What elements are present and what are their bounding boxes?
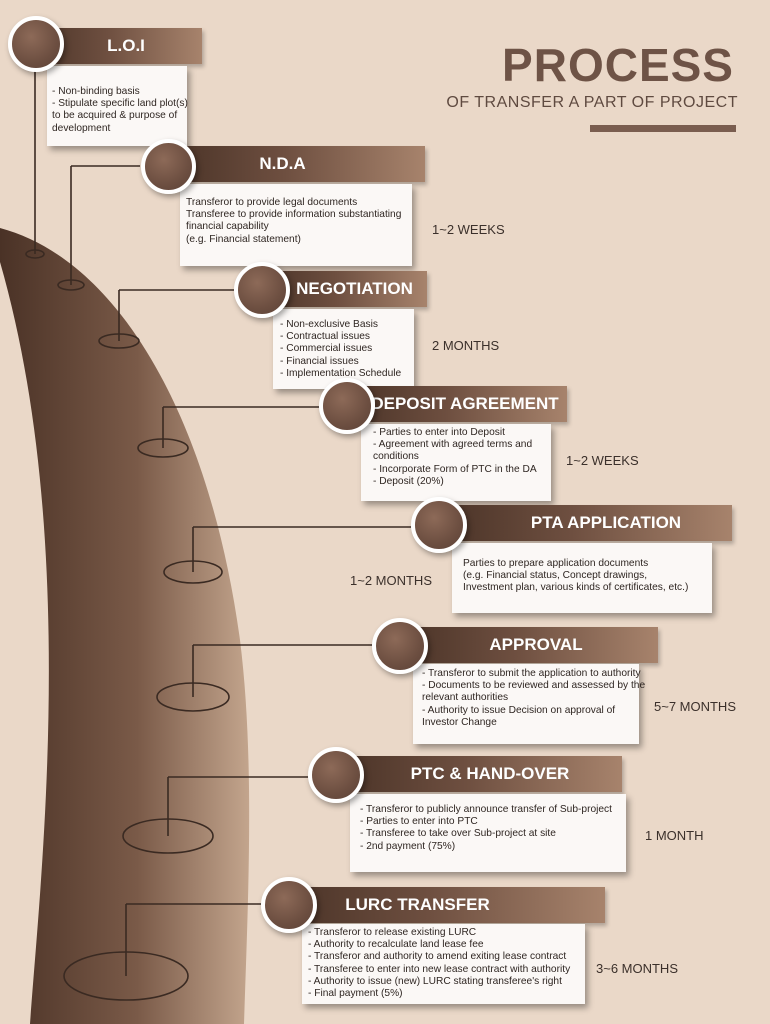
step-line: - Transferor to submit the application t… [422,668,641,679]
road-marker-ellipse [122,818,214,854]
step-line: - Implementation Schedule [280,367,402,379]
step-marker-deposit-agreement [319,378,375,434]
step-duration: 2 MONTHS [432,338,500,353]
step-marker-nda [141,139,196,194]
road-marker-ellipse [137,438,189,458]
step-box-negotiation: - Non-exclusive Basis - Contractual issu… [273,309,414,389]
road-marker-ellipse [163,560,223,584]
step-duration: 1~2 WEEKS [566,453,639,468]
page-subtitle: OF TRANSFER A PART OF PROJECT [446,94,738,111]
step-duration: 1~2 WEEKS [432,222,505,237]
step-line: - Non-exclusive Basis [280,319,378,330]
step-title: PTA APPLICATION [530,513,682,532]
step-marker-ptc-hand-over [308,747,364,803]
step-title: PTC & HAND-OVER [410,764,570,783]
step-box-approval: - Transferor to submit the application t… [413,664,646,744]
step-title: DEPOSIT AGREEMENT [371,394,559,413]
title-underline [590,125,736,132]
step-line: development [52,122,111,134]
step-line: Transferee to provide information substa… [186,209,402,221]
road-marker-ellipse [25,249,45,259]
step-marker-loi [8,16,64,72]
step-line: (e.g. Financial statement) [186,233,301,245]
step-box-lurc-transfer: - Transferor to release existing LURC - … [302,924,585,1004]
page-title: PROCESS [502,39,734,91]
step-marker-approval [372,618,428,674]
step-marker-negotiation [234,262,290,318]
step-line: - Authority to recalculate land lease fe… [308,939,484,951]
road-marker-ellipse [57,279,85,291]
step-banner-nda: N.D.A [170,146,425,182]
step-line: - Transferor and authority to amend exit… [308,951,567,963]
step-title: L.O.I [107,36,145,55]
step-title: NEGOTIATION [296,279,413,298]
step-line: financial capability [186,221,269,233]
step-line: - Documents to be reviewed and assessed … [422,680,646,692]
step-box-deposit-agreement: - Parties to enter into Deposit - Agreem… [361,424,551,501]
step-line: - Transferee to enter into new lease con… [308,963,571,975]
step-duration: 1 MONTH [645,828,704,843]
step-box-nda: Transferor to provide legal documents Tr… [180,184,412,266]
step-line: - Stipulate specific land plot(s) [52,98,188,110]
step-line: - Contractual issues [280,331,371,343]
road-marker-ellipse [98,333,140,349]
step-title: N.D.A [259,154,306,173]
step-duration: 5~7 MONTHS [654,699,736,714]
step-line: relevant authorities [422,692,509,704]
step-line: - Parties to enter into Deposit [373,427,505,438]
step-box-pta-application: Parties to prepare application documents… [452,543,712,613]
step-line: - Authority to issue Decision on approva… [422,704,616,716]
road [0,228,250,1024]
step-banner-deposit-agreement: DEPOSIT AGREEMENT [349,386,567,422]
step-line: - Transferor to release existing LURC [308,927,477,938]
step-line: Investor Change [422,716,497,728]
step-line: (e.g. Financial status, Concept drawings… [463,570,648,582]
step-banner-approval: APPROVAL [400,627,658,663]
road-marker-ellipse [156,682,230,712]
step-line: - Parties to enter into PTC [360,816,478,828]
step-duration: 1~2 MONTHS [350,573,432,588]
step-line: - Deposit (20%) [373,475,444,487]
step-line: Parties to prepare application documents [463,558,649,569]
step-title: LURC TRANSFER [345,895,490,914]
step-line: Investment plan, various kinds of certif… [463,582,689,594]
step-marker-pta-application [411,497,467,553]
step-line: - 2nd payment (75%) [360,840,456,852]
step-line: - Incorporate Form of PTC in the DA [373,463,537,475]
road-marker-ellipse [63,951,189,1001]
step-line: - Authority to issue (new) LURC stating … [308,975,562,987]
step-line: - Transferee to take over Sub-project at… [360,828,556,840]
step-line: to be acquired & purpose of [52,110,178,122]
step-banner-lurc-transfer: LURC TRANSFER [285,887,605,923]
step-line: - Agreement with agreed terms and [373,439,533,451]
step-title: APPROVAL [489,635,583,654]
step-line: Transferor to provide legal documents [186,197,358,208]
step-line: conditions [373,451,419,463]
step-banner-pta-application: PTA APPLICATION [440,505,732,541]
step-line: - Final payment (5%) [308,988,403,1000]
connectors [25,70,411,1001]
step-banner-ptc-hand-over: PTC & HAND-OVER [338,756,622,792]
step-line: - Transferor to publicly announce transf… [360,804,612,815]
step-line: - Commercial issues [280,343,373,355]
step-box-ptc-hand-over: - Transferor to publicly announce transf… [350,794,626,872]
step-line: - Financial issues [280,355,359,367]
step-marker-lurc-transfer [261,877,317,933]
step-duration: 3~6 MONTHS [596,961,678,976]
step-box-loi: - Non-binding basis - Stipulate specific… [47,66,188,146]
step-line: - Non-binding basis [52,86,140,97]
